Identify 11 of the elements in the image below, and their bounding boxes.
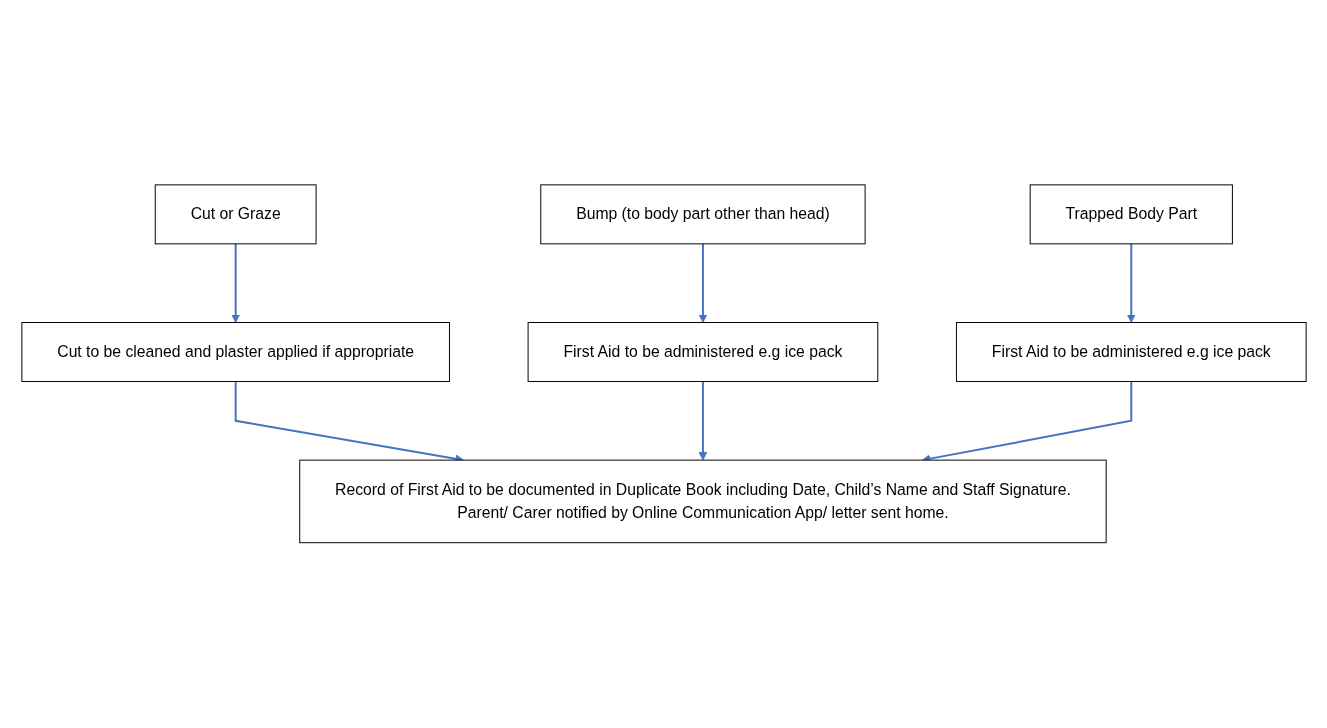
node-box: Cut to be cleaned and plaster applied if appropriate: [20, 322, 450, 383]
arrow: [698, 243, 707, 324]
node-box: First Aid to be administered e.g ice pack: [955, 322, 1307, 383]
node-box: First Aid to be administered e.g ice pack: [527, 322, 878, 383]
node-box: Trapped Body Part: [1029, 184, 1233, 245]
node-box: Bump (to body part other than head): [539, 184, 866, 245]
arrow: [698, 380, 707, 461]
node-box: Record of First Aid to be documented in Duplicate Book including Date, Child’s Name and Staff Signature. Parent/ Carer notified by Online Communication App/ letter sent home.: [298, 459, 1107, 544]
node-box: Cut or Graze: [154, 184, 317, 245]
arrow: [1126, 243, 1136, 324]
arrow: [230, 243, 240, 324]
